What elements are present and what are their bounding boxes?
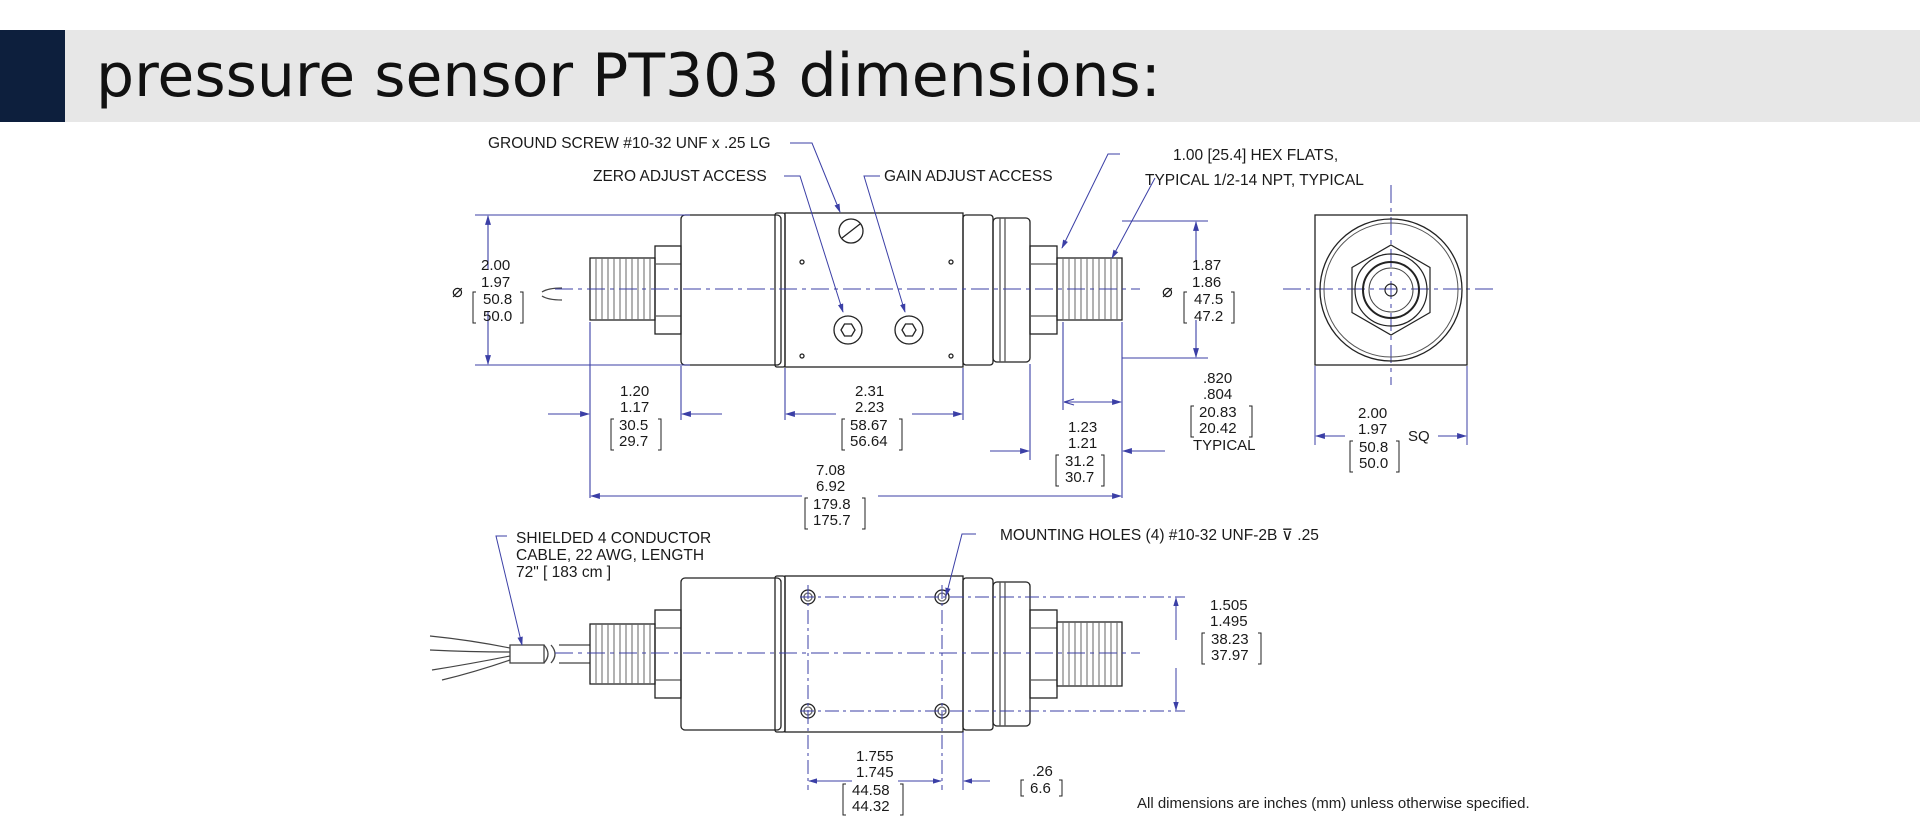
side-view-bottom (429, 575, 1123, 733)
dim-hole-spacing-horizontal: 1.755 1.745 44.58 44.32 (842, 748, 904, 816)
svg-text:TYPICAL: TYPICAL (1193, 437, 1256, 454)
svg-text:⌀: ⌀ (1162, 281, 1173, 301)
top-leader-lines (784, 142, 1156, 313)
svg-text:.820: .820 (1203, 370, 1232, 387)
svg-text:1.97: 1.97 (1358, 421, 1387, 438)
svg-text:30.7: 30.7 (1065, 469, 1094, 486)
dim-left-length: 1.20 1.17 30.5 29.7 (610, 383, 662, 451)
dim-offset: .26 6.6 (1020, 763, 1063, 797)
dimension-values: ⌀ 2.00 1.97 50.8 50.0 ⌀ 1.87 1.86 47.5 4… (452, 257, 1430, 816)
svg-text:1.20: 1.20 (620, 383, 649, 400)
svg-text:.804: .804 (1203, 386, 1232, 403)
ground-screw-callout: GROUND SCREW #10-32 UNF x .25 LG (488, 135, 771, 152)
mounting-holes-callout: MOUNTING HOLES (4) #10-32 UNF-2B ⊽ .25 (1000, 527, 1319, 544)
svg-text:1.755: 1.755 (856, 748, 894, 765)
cable-callout-line2: CABLE, 22 AWG, LENGTH (516, 547, 704, 564)
dim-hole-spacing-vertical: 1.505 1.495 38.23 37.97 (1201, 597, 1262, 665)
dim-overall-length: 7.08 6.92 179.8 175.7 (804, 462, 866, 530)
body-right-section (992, 217, 1031, 363)
side-view-top (541, 212, 1123, 368)
body-ring (774, 212, 786, 368)
svg-text:1.21: 1.21 (1068, 435, 1097, 452)
svg-text:1.17: 1.17 (620, 399, 649, 416)
dim-square: 2.00 1.97 50.8 50.0 SQ (1349, 405, 1430, 473)
svg-text:30.5: 30.5 (619, 417, 648, 434)
dim-thread-length: .820 .804 20.83 20.42 TYPICAL (1190, 370, 1256, 454)
body-left-section (680, 214, 782, 366)
callout-labels: GROUND SCREW #10-32 UNF x .25 LG ZERO AD… (488, 135, 1364, 581)
svg-text:44.58: 44.58 (852, 782, 890, 799)
svg-text:1.505: 1.505 (1210, 597, 1248, 614)
bottom-right-threaded-port (1056, 621, 1123, 687)
zero-adjust-callout: ZERO ADJUST ACCESS (593, 168, 767, 185)
svg-text:20.83: 20.83 (1199, 404, 1237, 421)
svg-text:SQ: SQ (1408, 428, 1430, 445)
svg-text:2.31: 2.31 (855, 383, 884, 400)
svg-text:1.745: 1.745 (856, 764, 894, 781)
svg-text:2.00: 2.00 (481, 257, 510, 274)
svg-text:179.8: 179.8 (813, 496, 851, 513)
dim-mid-length: 2.31 2.23 58.67 56.64 (841, 383, 903, 451)
svg-text:6.6: 6.6 (1030, 780, 1051, 797)
npt-callout: TYPICAL 1/2-14 NPT, TYPICAL (1145, 172, 1364, 189)
gain-adjust-callout: GAIN ADJUST ACCESS (884, 168, 1053, 185)
svg-text:56.64: 56.64 (850, 433, 888, 450)
svg-text:1.495: 1.495 (1210, 613, 1248, 630)
dim-port-diameter: ⌀ 1.87 1.86 47.5 47.2 (1162, 257, 1235, 325)
svg-text:7.08: 7.08 (816, 462, 845, 479)
svg-text:2.23: 2.23 (855, 399, 884, 416)
units-footnote: All dimensions are inches (mm) unless ot… (1137, 795, 1530, 812)
svg-text:1.87: 1.87 (1192, 257, 1221, 274)
cable-callout-line1: SHIELDED 4 CONDUCTOR (516, 530, 711, 547)
svg-text:1.97: 1.97 (481, 274, 510, 291)
mounting-holes (800, 589, 950, 719)
zero-adjust-port (833, 315, 863, 345)
svg-text:50.8: 50.8 (483, 291, 512, 308)
svg-text:50.0: 50.0 (1359, 455, 1388, 472)
svg-text:.26: .26 (1032, 763, 1053, 780)
svg-text:50.8: 50.8 (1359, 439, 1388, 456)
svg-text:1.23: 1.23 (1068, 419, 1097, 436)
svg-text:29.7: 29.7 (619, 433, 648, 450)
svg-text:44.32: 44.32 (852, 798, 890, 815)
dim-right-length: 1.23 1.21 31.2 30.7 (1055, 419, 1105, 487)
bottom-dimension-lines (495, 533, 1185, 790)
dim-body-diameter: ⌀ 2.00 1.97 50.8 50.0 (452, 257, 524, 325)
svg-text:31.2: 31.2 (1065, 453, 1094, 470)
svg-text:20.42: 20.42 (1199, 420, 1237, 437)
page-title: pressure sensor PT303 dimensions: (96, 41, 1161, 111)
gain-adjust-port (894, 315, 924, 345)
svg-text:175.7: 175.7 (813, 512, 851, 529)
body-right-collar (962, 214, 994, 366)
svg-text:50.0: 50.0 (483, 308, 512, 325)
right-hex (1029, 245, 1058, 335)
svg-text:47.2: 47.2 (1194, 308, 1223, 325)
title-bar: pressure sensor PT303 dimensions: (0, 30, 1920, 122)
svg-text:47.5: 47.5 (1194, 291, 1223, 308)
bottom-body-left (680, 577, 782, 731)
svg-text:37.97: 37.97 (1211, 647, 1249, 664)
svg-text:⌀: ⌀ (452, 281, 463, 301)
cable (509, 644, 545, 664)
title-accent (0, 30, 65, 122)
left-hex (654, 245, 682, 335)
svg-text:1.86: 1.86 (1192, 274, 1221, 291)
top-dimension-lines (475, 214, 1208, 499)
end-view (1283, 185, 1498, 445)
svg-text:38.23: 38.23 (1211, 631, 1249, 648)
svg-text:58.67: 58.67 (850, 417, 888, 434)
hex-flats-callout: 1.00 [25.4] HEX FLATS, (1173, 147, 1338, 164)
bottom-left-threaded-port (589, 623, 656, 685)
svg-text:2.00: 2.00 (1358, 405, 1387, 422)
ground-screw (838, 218, 864, 244)
cable-callout-line3: 72" [ 183 cm ] (516, 564, 611, 581)
svg-text:6.92: 6.92 (816, 478, 845, 495)
body-center-section (784, 212, 964, 368)
